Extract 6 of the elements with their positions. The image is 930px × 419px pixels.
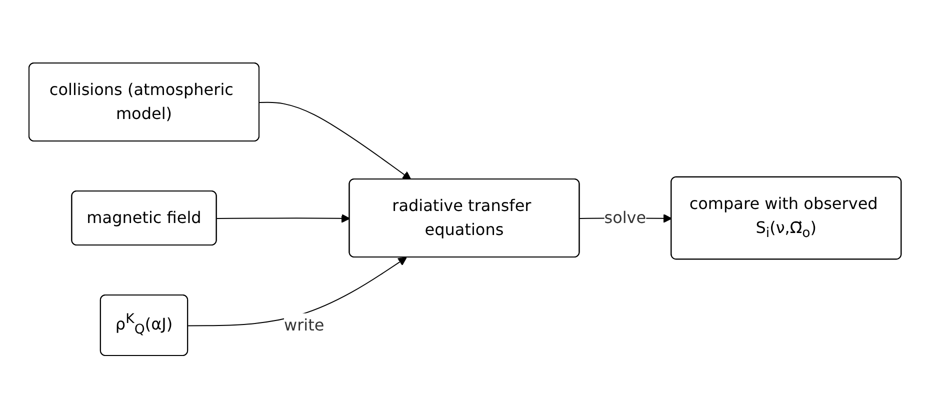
edge-label: solve — [604, 208, 646, 228]
arrow — [258, 102, 412, 180]
edge-label: write — [284, 316, 324, 334]
arrow — [188, 257, 407, 326]
node-text: collisions (atmospheric model) — [49, 80, 234, 124]
arrow — [216, 214, 350, 224]
